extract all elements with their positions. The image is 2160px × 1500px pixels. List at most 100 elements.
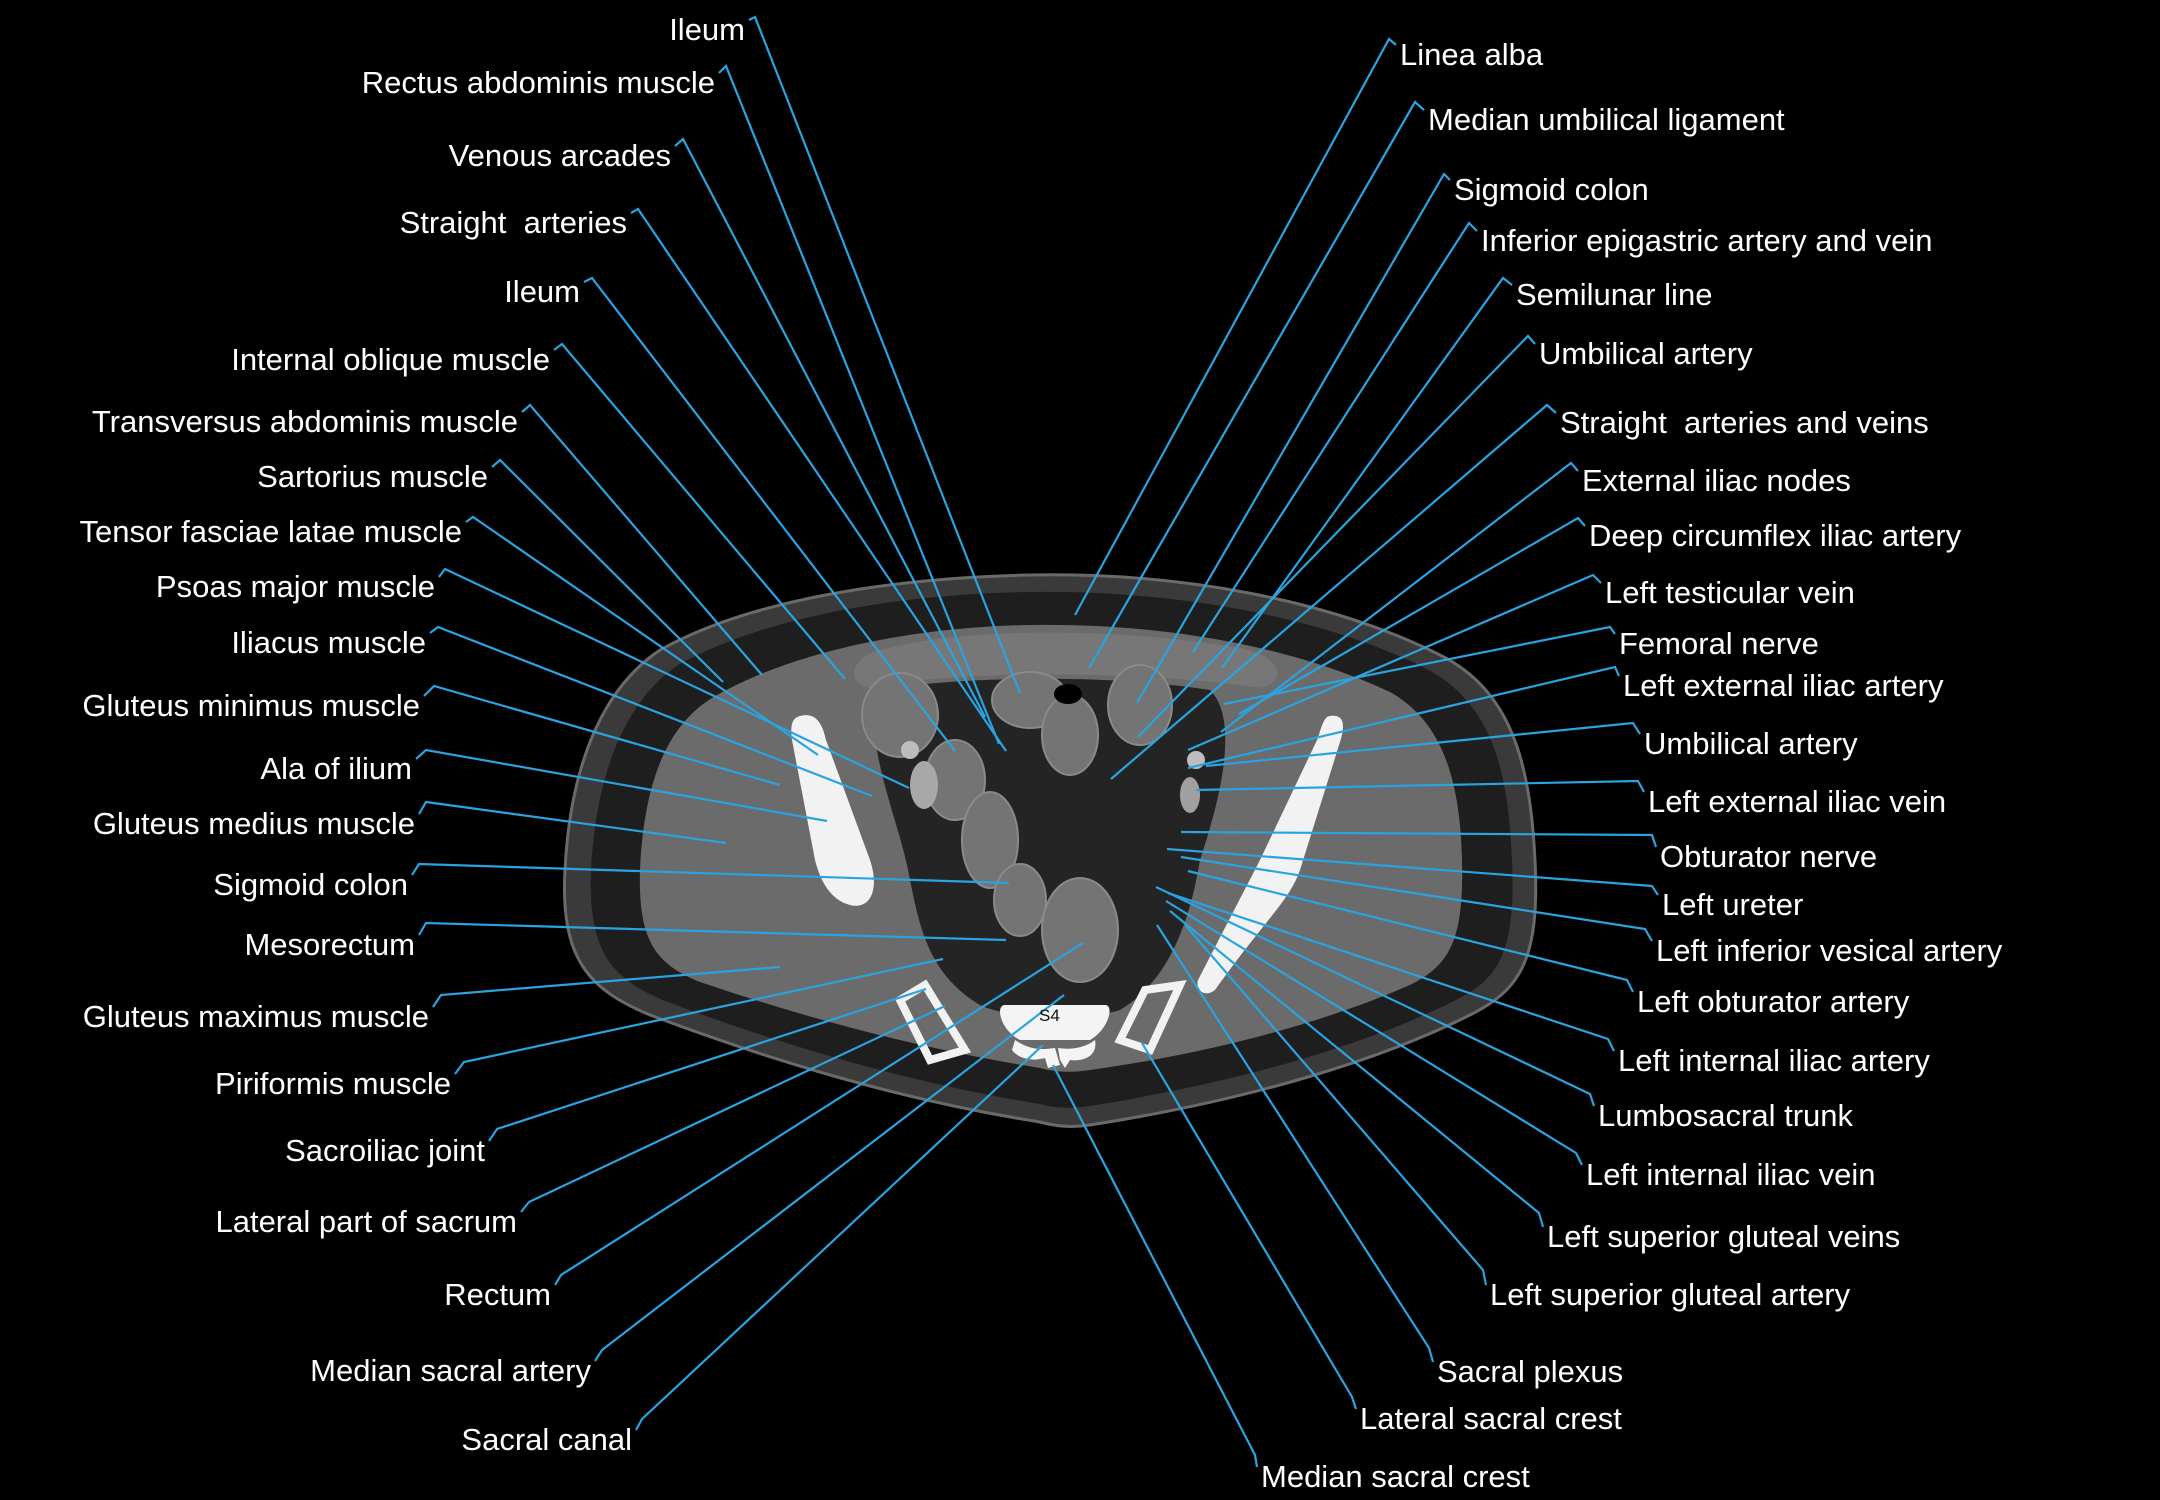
leader-line-straight-arteries [630, 207, 1007, 752]
leader-line-lumbosacral-trunk [1155, 886, 1596, 1107]
leader-line-venous-arcades [674, 137, 986, 718]
label-sigmoid-colon: Sigmoid colon [213, 867, 408, 902]
leader-line-left-external-iliac-vein [1195, 779, 1645, 793]
leader-line-ala-of-ilium [415, 748, 828, 823]
leader-line-ileum [748, 15, 1022, 694]
label-rectus-abdominis-muscle: Rectus abdominis muscle [361, 65, 715, 100]
leader-line-sartorius-muscle [491, 458, 724, 683]
leader-line-psoas-major-muscle [438, 567, 910, 789]
leader-line-sacroiliac-joint [488, 987, 927, 1142]
sacrum-posterior [1012, 1040, 1096, 1068]
leader-line-sigmoid-colon [411, 862, 1010, 885]
leader-line-linea-alba [1074, 37, 1397, 616]
leader-line-sacral-plexus [1156, 924, 1435, 1363]
leader-line-tensor-fasciae-latae-muscle [465, 515, 819, 756]
leader-line-left-inferior-vesical-artery [1180, 855, 1653, 942]
leader-lines [411, 15, 1659, 1468]
leader-line-femoral-nerve [1223, 625, 1616, 706]
label-deep-circumflex-iliac-artery: Deep circumflex iliac artery [1589, 518, 1962, 553]
label-sacral-plexus: Sacral plexus [1437, 1354, 1624, 1389]
label-left-internal-iliac-vein: Left internal iliac vein [1586, 1157, 1876, 1192]
label-ala-of-ilium: Ala of ilium [260, 751, 412, 786]
label-lumbosacral-trunk: Lumbosacral trunk [1598, 1098, 1854, 1133]
leader-line-piriformis-muscle [454, 957, 944, 1075]
leader-line-lateral-part-of-sacrum [520, 1005, 946, 1213]
label-linea-alba: Linea alba [1400, 37, 1544, 72]
leader-line-median-umbilical-ligament [1088, 100, 1425, 669]
vertebra-label-s4: S4 [1039, 1006, 1060, 1025]
leader-line-left-superior-gluteal-veins [1169, 910, 1545, 1228]
label-median-sacral-artery: Median sacral artery [310, 1353, 591, 1388]
label-rectum: Rectum [444, 1277, 551, 1312]
leader-line-internal-oblique-muscle [553, 342, 846, 680]
label-straight-arteries-and-veins: Straight arteries and veins [1560, 405, 1929, 440]
label-femoral-nerve: Femoral nerve [1619, 626, 1819, 661]
label-sacral-canal: Sacral canal [461, 1422, 632, 1457]
leader-line-mesorectum [418, 921, 1007, 942]
leader-line-straight-arteries-and-veins [1110, 403, 1557, 780]
leader-line-external-iliac-nodes [1220, 461, 1579, 733]
leader-line-semilunar-line [1221, 276, 1513, 669]
leader-line-sigmoid-colon [1136, 172, 1451, 704]
leader-line-inferior-epigastric-artery-and-vein [1192, 221, 1478, 653]
label-inferior-epigastric-artery-and-vein: Inferior epigastric artery and vein [1481, 223, 1933, 258]
label-external-iliac-nodes: External iliac nodes [1582, 463, 1851, 498]
bowel-gas [1054, 684, 1082, 704]
leader-line-iliacus-muscle [429, 625, 873, 798]
right-iliac-bone [791, 715, 874, 906]
leader-line-umbilical-artery [1137, 334, 1536, 738]
vessels [901, 741, 1205, 813]
label-tensor-fasciae-latae-muscle: Tensor fasciae latae muscle [79, 514, 462, 549]
leader-line-left-external-iliac-artery [1187, 665, 1621, 770]
leader-line-left-internal-iliac-vein [1165, 900, 1583, 1166]
label-obturator-nerve: Obturator nerve [1660, 839, 1878, 874]
leader-line-gluteus-minimus-muscle [423, 684, 781, 787]
label-lateral-sacral-crest: Lateral sacral crest [1360, 1401, 1622, 1436]
label-internal-oblique-muscle: Internal oblique muscle [231, 342, 550, 377]
label-left-inferior-vesical-artery: Left inferior vesical artery [1656, 933, 2003, 968]
label-left-testicular-vein: Left testicular vein [1605, 575, 1855, 610]
leader-line-lateral-sacral-crest [1141, 1042, 1358, 1410]
leader-line-left-testicular-vein [1187, 573, 1602, 752]
label-venous-arcades: Venous arcades [448, 138, 671, 173]
leader-line-umbilical-artery [1205, 721, 1641, 768]
leader-line-median-sacral-artery [594, 994, 1065, 1362]
label-sacroiliac-joint: Sacroiliac joint [285, 1133, 485, 1168]
leader-line-sacral-canal [635, 1044, 1044, 1431]
label-umbilical-artery: Umbilical artery [1644, 726, 1858, 761]
label-gluteus-maximus-muscle: Gluteus maximus muscle [82, 999, 429, 1034]
leader-line-deep-circumflex-iliac-artery [1238, 516, 1586, 715]
label-left-superior-gluteal-artery: Left superior gluteal artery [1490, 1277, 1851, 1312]
leader-line-left-obturator-artery [1187, 869, 1634, 993]
label-iliacus-muscle: Iliacus muscle [231, 625, 426, 660]
label-umbilical-artery: Umbilical artery [1539, 336, 1753, 371]
label-left-superior-gluteal-veins: Left superior gluteal veins [1547, 1219, 1901, 1254]
label-psoas-major-muscle: Psoas major muscle [155, 569, 435, 604]
leader-line-ileum [583, 276, 956, 752]
leader-line-left-superior-gluteal-artery [1185, 925, 1488, 1286]
sacrum-body [1000, 1005, 1110, 1040]
label-left-external-iliac-vein: Left external iliac vein [1648, 784, 1947, 819]
label-left-obturator-artery: Left obturator artery [1637, 984, 1910, 1019]
leader-line-transversus-abdominis-muscle [521, 403, 763, 676]
leader-line-rectus-abdominis-muscle [718, 64, 1001, 745]
label-straight-arteries: Straight arteries [399, 205, 627, 240]
leader-line-gluteus-maximus-muscle [432, 965, 781, 1008]
label-left-internal-iliac-artery: Left internal iliac artery [1618, 1043, 1930, 1078]
label-transversus-abdominis-muscle: Transversus abdominis muscle [91, 404, 518, 439]
label-median-umbilical-ligament: Median umbilical ligament [1428, 102, 1785, 137]
leader-line-gluteus-medius-muscle [418, 800, 727, 845]
label-gluteus-medius-muscle: Gluteus medius muscle [92, 806, 415, 841]
leader-line-obturator-nerve [1180, 830, 1658, 848]
leader-line-median-sacral-crest [1052, 1064, 1259, 1468]
label-ileum: Ileum [504, 274, 580, 309]
leader-line-left-internal-iliac-artery [1167, 891, 1615, 1052]
label-lateral-part-of-sacrum: Lateral part of sacrum [215, 1204, 517, 1239]
label-ileum: Ileum [669, 12, 745, 47]
label-median-sacral-crest: Median sacral crest [1261, 1459, 1530, 1494]
leader-line-rectum [554, 942, 1084, 1286]
label-piriformis-muscle: Piriformis muscle [215, 1066, 451, 1101]
label-gluteus-minimus-muscle: Gluteus minimus muscle [82, 688, 420, 723]
